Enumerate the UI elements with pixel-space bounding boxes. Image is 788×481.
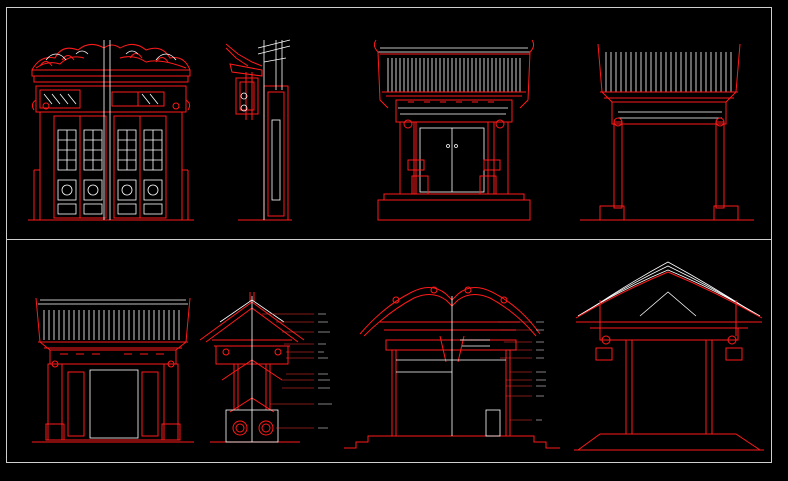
gate-side-section <box>225 39 292 221</box>
gate-roof-section <box>574 261 764 451</box>
gate-door-elevation <box>28 40 194 221</box>
sheet-frame <box>6 7 772 463</box>
gate-long-section <box>344 286 560 449</box>
gate-frame-elevation <box>580 43 754 221</box>
gate-front-elevation <box>373 39 535 221</box>
gate-cross-section-labeled <box>199 292 332 443</box>
gate-wall-elevation <box>32 297 194 443</box>
